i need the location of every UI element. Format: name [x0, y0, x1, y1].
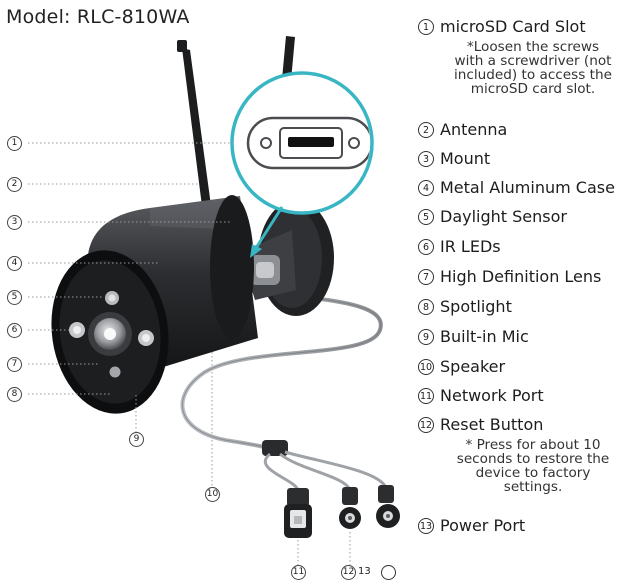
- callout-1: 1: [7, 136, 22, 151]
- legend-label-9: Built-in Mic: [440, 327, 529, 346]
- legend-label-11: Network Port: [440, 386, 544, 405]
- note-reset-line-4: settings.: [503, 479, 563, 495]
- note-sd-line-4: microSD card slot.: [470, 81, 596, 97]
- legend-num-12: 12: [418, 417, 434, 433]
- legend-num-6: 6: [418, 239, 434, 255]
- legend-num-2: 2: [418, 122, 434, 138]
- legend-label-4: Metal Aluminum Case: [440, 178, 615, 197]
- power-port-circle: [381, 565, 396, 580]
- callout-13-text: 13: [358, 566, 371, 577]
- legend-num-13: 13: [418, 518, 434, 534]
- note-reset-line-1: * Press for about 10: [465, 437, 601, 453]
- legend-item-4: 4 Metal Aluminum Case: [418, 178, 615, 198]
- legend-item-1: 1 microSD Card Slot: [418, 17, 586, 37]
- callout-3: 3: [7, 215, 22, 230]
- legend-item-3: 3 Mount: [418, 149, 490, 169]
- legend-label-1: microSD Card Slot: [440, 17, 586, 36]
- legend-item-10: 10 Speaker: [418, 357, 505, 377]
- legend-item-11: 11 Network Port: [418, 386, 544, 406]
- callout-5: 5: [7, 290, 22, 305]
- note-sd-line-3: included) to access the: [454, 67, 612, 83]
- legend-num-10: 10: [418, 359, 434, 375]
- model-title: Model: RLC-810WA: [6, 6, 190, 28]
- legend-label-5: Daylight Sensor: [440, 207, 567, 226]
- legend-num-4: 4: [418, 180, 434, 196]
- callout-4: 4: [7, 256, 22, 271]
- note-sd: *Loosen the screws with a screwdriver (n…: [430, 40, 636, 96]
- legend-label-6: IR LEDs: [440, 237, 501, 256]
- callout-8: 8: [7, 387, 22, 402]
- legend-label-10: Speaker: [440, 357, 506, 376]
- callout-11: 11: [291, 565, 306, 580]
- camera-front: [51, 250, 169, 414]
- note-sd-line-2: with a screwdriver (not: [454, 53, 612, 69]
- legend-label-8: Spotlight: [440, 297, 512, 316]
- legend-item-8: 8 Spotlight: [418, 297, 512, 317]
- legend-label-7: High Definition Lens: [440, 267, 602, 286]
- legend-item-2: 2 Antenna: [418, 120, 507, 140]
- legend-label-13: Power Port: [440, 516, 526, 535]
- legend-item-13: 13 Power Port: [418, 516, 525, 536]
- legend-num-5: 5: [418, 209, 434, 225]
- legend-item-7: 7 High Definition Lens: [418, 267, 601, 287]
- legend-num-3: 3: [418, 151, 434, 167]
- legend-item-5: 5 Daylight Sensor: [418, 207, 567, 227]
- connector-harness: [262, 440, 400, 538]
- legend-num-11: 11: [418, 388, 434, 404]
- note-reset-line-2: seconds to restore the: [456, 451, 610, 467]
- callout-7: 7: [7, 357, 22, 372]
- antenna-left: [177, 40, 214, 230]
- callout-10: 10: [205, 487, 220, 502]
- mount: [240, 200, 334, 316]
- legend-label-12: Reset Button: [440, 415, 544, 434]
- callout-9: 9: [129, 432, 144, 447]
- note-reset-line-3: device to factory: [475, 465, 591, 481]
- legend-num-7: 7: [418, 269, 434, 285]
- legend-label-2: Antenna: [440, 120, 508, 139]
- callout-12: 12: [341, 565, 356, 580]
- legend-num-1: 1: [418, 19, 434, 35]
- note-sd-line-1: *Loosen the screws: [466, 39, 600, 55]
- leader-lines: [28, 142, 351, 565]
- microsd-zoom-bubble: [230, 71, 374, 258]
- legend-item-9: 9 Built-in Mic: [418, 327, 529, 347]
- legend-num-9: 9: [418, 329, 434, 345]
- legend-item-12: 12 Reset Button: [418, 415, 543, 435]
- legend-item-6: 6 IR LEDs: [418, 237, 501, 257]
- note-reset: * Press for about 10 seconds to restore …: [430, 438, 636, 494]
- legend-label-3: Mount: [440, 149, 491, 168]
- legend-num-8: 8: [418, 299, 434, 315]
- callout-2: 2: [7, 177, 22, 192]
- callout-6: 6: [7, 323, 22, 338]
